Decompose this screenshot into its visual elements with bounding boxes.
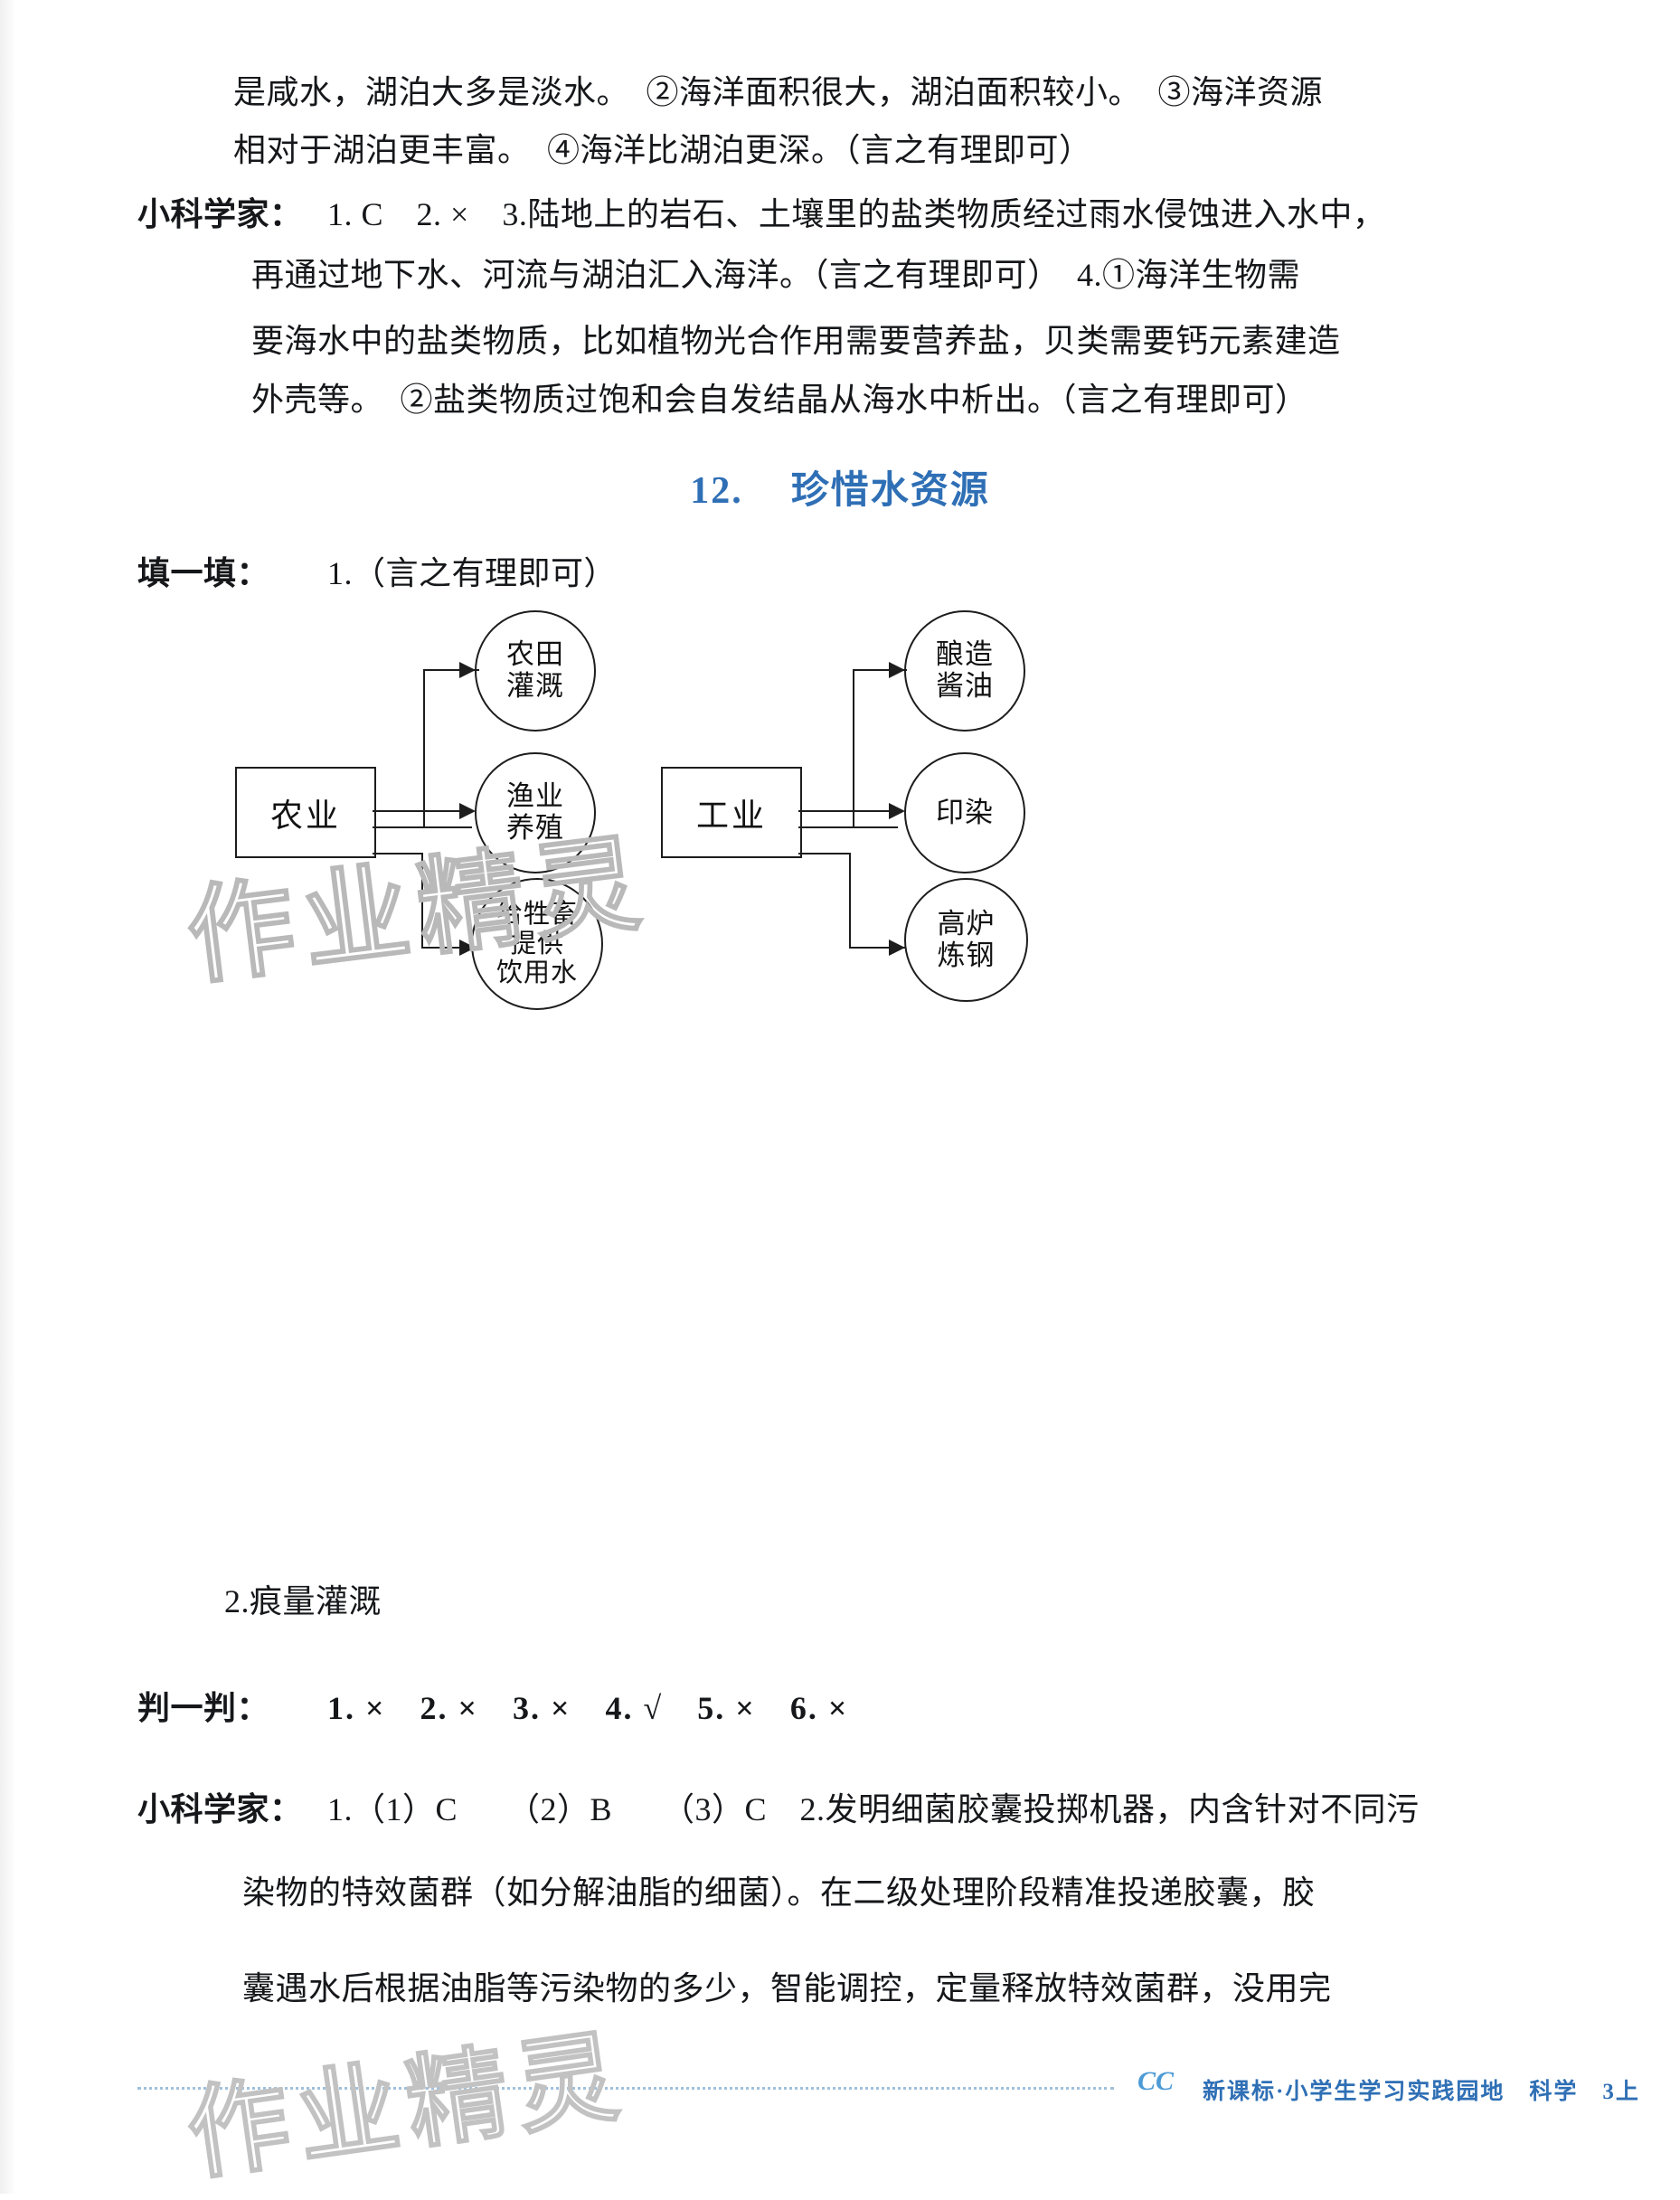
connector-ind-top-h2 xyxy=(853,669,907,671)
node-line: 炼钢 xyxy=(937,939,996,971)
diagram-source-industry-label: 工业 xyxy=(695,797,767,834)
connector-agri-top-h2 xyxy=(423,669,479,671)
scientist-line-2: 再通过地下水、河流与湖泊汇入海洋。（言之有理即可） 4.①海洋生物需 xyxy=(251,257,1301,293)
footer-text: 新课标·小学生学习实践园地 科学 3上 xyxy=(1203,2080,1640,2104)
diagram-source-agriculture: 农业 xyxy=(235,767,376,858)
scientist2-line-3: 囊遇水后根据油脂等污染物的多少，智能调控，定量释放特效菌群，没用完 xyxy=(242,1970,1332,2006)
page-edge-shadow xyxy=(0,0,16,2194)
diagram-node-dyeing: 印染 xyxy=(904,752,1025,873)
connector-agri-bot-h2 xyxy=(421,947,477,949)
arrowhead-ind-bot xyxy=(889,939,905,956)
top-answer-line-1: 是咸水，湖泊大多是淡水。 ②海洋面积很大，湖泊面积较小。 ③海洋资源 xyxy=(233,74,1324,110)
scientist-label-1: 小科学家： xyxy=(137,196,303,232)
top-answer-line-2: 相对于湖泊更丰富。 ④海洋比湖泊更深。（言之有理即可） xyxy=(233,132,1092,168)
node-line: 养殖 xyxy=(506,812,564,844)
scientist-line-3: 要海水中的盐类物质，比如植物光合作用需要营养盐，贝类需要钙元素建造 xyxy=(251,323,1341,359)
scientist-label-2: 小科学家： xyxy=(137,1791,303,1827)
connector-ind-mid xyxy=(798,810,898,812)
node-line: 饮用水 xyxy=(496,958,578,988)
arrowhead-agri-bot xyxy=(459,939,476,956)
connector-agri-top-v xyxy=(423,669,425,828)
node-line: 给牲畜 xyxy=(496,900,578,930)
connector-ind-bot-h2 xyxy=(849,947,905,949)
node-line: 灌溉 xyxy=(506,670,564,702)
node-line: 酱油 xyxy=(936,670,994,702)
connector-agri-bot-v xyxy=(421,853,423,948)
footer-divider xyxy=(137,2087,1114,2090)
diagram-node-soy-sauce-brewing: 酿造 酱油 xyxy=(904,610,1025,732)
scientist2-line-2: 染物的特效菌群（如分解油脂的细菌）。在二级处理阶段精准投递胶囊，胶 xyxy=(242,1874,1316,1911)
node-line: 渔业 xyxy=(506,780,564,813)
section-heading: 12. 珍惜水资源 xyxy=(0,459,1680,515)
arrowhead-ind-mid xyxy=(889,803,905,819)
diagram-node-blast-furnace-steel: 高炉 炼钢 xyxy=(904,878,1028,1002)
section-title-text: 珍惜水资源 xyxy=(790,470,990,512)
connector-ind-top-h1 xyxy=(798,826,898,828)
diagram-source-agriculture-label: 农业 xyxy=(269,797,341,834)
scientist-line-4: 外壳等。 ②盐类物质过饱和会自发结晶从海水中析出。（言之有理即可） xyxy=(251,382,1308,418)
publisher-logo: CC xyxy=(1137,2066,1175,2096)
watermark-footer: 作业精灵 xyxy=(180,2018,635,2194)
arrowhead-ind-top xyxy=(889,662,905,678)
fill-in-item-2: 2.痕量灌溉 xyxy=(224,1583,382,1619)
fill-in-label: 填一填： xyxy=(137,555,270,591)
node-line: 农田 xyxy=(506,638,564,671)
arrowhead-agri-top xyxy=(459,662,476,678)
fill-in-item-1: 1.（言之有理即可） xyxy=(327,555,618,591)
connector-ind-bot-h1 xyxy=(798,853,851,855)
diagram-node-farm-irrigation: 农田 灌溉 xyxy=(475,610,596,732)
node-line: 印染 xyxy=(936,796,994,828)
node-line: 酿造 xyxy=(936,638,994,671)
connector-ind-top-v xyxy=(853,669,854,828)
diagram-node-livestock-water: 给牲畜 提供 饮用水 xyxy=(471,878,603,1010)
connector-ind-bot-v xyxy=(849,853,851,948)
diagram-source-industry: 工业 xyxy=(661,767,802,858)
node-line: 提供 xyxy=(509,929,564,958)
judge-answers: 1. × 2. × 3. × 4. √ 5. × 6. × xyxy=(327,1690,849,1726)
diagram-node-fishery: 渔业 养殖 xyxy=(475,752,596,873)
connector-agri-bot-h1 xyxy=(373,853,423,855)
section-number: 12. xyxy=(690,470,743,512)
arrowhead-agri-mid xyxy=(459,803,476,819)
connector-agri-top-h1 xyxy=(373,826,472,828)
judge-label: 判一判： xyxy=(137,1690,270,1726)
scientist2-line-1: 1.（1）C （2）B （3）C 2.发明细菌胶囊投掷机器，内含针对不同污 xyxy=(327,1791,1420,1827)
node-line: 高炉 xyxy=(937,907,996,939)
scientist-line-1: 1. C 2. × 3.陆地上的岩石、土壤里的盐类物质经过雨水侵蚀进入水中， xyxy=(327,196,1386,232)
connector-agri-mid xyxy=(373,810,467,812)
watermark-diagram: 作业精灵 xyxy=(180,822,656,998)
